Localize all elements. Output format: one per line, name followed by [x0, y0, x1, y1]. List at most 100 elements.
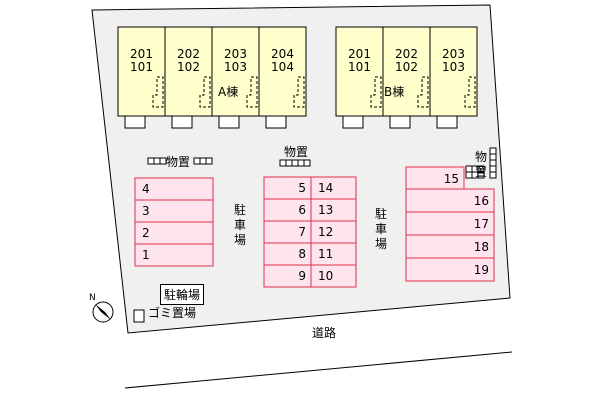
unit-lower-number: 103	[224, 59, 247, 74]
storage-shed	[297, 159, 305, 167]
balcony	[171, 115, 193, 129]
parking-space-number: 1	[142, 248, 150, 262]
parking-lots	[134, 166, 495, 288]
parking-label-char: 場	[233, 233, 246, 247]
parking-space	[310, 264, 357, 288]
stair-outline	[464, 76, 476, 108]
storage-shed	[279, 159, 287, 167]
unit-upper-number: 203	[224, 47, 247, 61]
unit-upper-number: 203	[442, 47, 465, 61]
parking-space-number: 7	[298, 225, 306, 239]
parking-space-number: 17	[473, 216, 489, 231]
parking-label-char: 車	[374, 222, 387, 236]
parking-label-char: 車	[233, 218, 246, 232]
storage-shed	[489, 171, 497, 179]
balcony	[389, 115, 411, 129]
building-b-label: B棟	[384, 85, 405, 99]
balcony	[265, 115, 287, 129]
unit-upper-number: 204	[271, 47, 294, 61]
unit-lower-number: 102	[395, 59, 418, 74]
balcony	[342, 115, 364, 129]
storage-right-char: 置	[474, 165, 487, 179]
storage-shed	[477, 171, 485, 179]
parking-label-right: 駐車場	[374, 207, 388, 252]
svg-text:N: N	[89, 293, 96, 303]
storage-label-middle: 物置	[284, 145, 309, 159]
storage-shed	[489, 153, 497, 161]
unit-lower-number: 104	[271, 59, 294, 74]
building-a	[117, 26, 307, 129]
stair-outline	[417, 76, 429, 108]
north-arrow-icon: N	[89, 293, 114, 323]
parking-space-number: 6	[298, 203, 306, 217]
parking-space-number: 14	[318, 181, 334, 195]
stair-outline	[293, 76, 305, 108]
parking-space	[405, 257, 495, 282]
parking-space-number: 4	[142, 182, 150, 196]
building-a-label: A棟	[218, 85, 239, 99]
storage-label-right: 物置	[474, 150, 488, 180]
garbage-label: ゴミ置場	[148, 306, 197, 320]
garbage-icon	[133, 309, 145, 323]
parking-space	[405, 166, 465, 192]
storage-shed	[199, 157, 207, 165]
parking-space	[134, 243, 214, 267]
storage-label-left: 物置	[166, 155, 191, 169]
storage-shed	[159, 157, 167, 165]
road-label: 道路	[312, 326, 337, 340]
stair-outline	[199, 76, 211, 108]
unit-lower-number: 103	[442, 59, 465, 74]
storage-shed	[489, 159, 497, 167]
storage-shed	[147, 157, 155, 165]
unit-upper-number: 201	[348, 47, 371, 61]
storage-shed	[285, 159, 293, 167]
unit-lower-number: 101	[348, 59, 371, 74]
road-edge	[124, 351, 513, 389]
storage-shed	[303, 159, 311, 167]
bike-parking-label: 駐輪場	[160, 284, 205, 305]
unit-upper-number: 202	[395, 47, 418, 61]
storage-shed	[489, 165, 497, 173]
parking-label-left: 駐車場	[233, 203, 247, 248]
storage-shed	[489, 147, 497, 155]
storage-shed	[291, 159, 299, 167]
storage-shed	[205, 157, 213, 165]
building-outline	[335, 26, 478, 117]
parking-space-number: 9	[298, 269, 306, 283]
storage-sheds	[147, 147, 497, 179]
parking-space-number: 15	[443, 172, 459, 186]
storage-right-char: 物	[474, 150, 487, 164]
storage-shed	[465, 171, 473, 179]
parking-space-number: 13	[318, 203, 334, 217]
building-b	[335, 26, 478, 129]
unit-upper-number: 202	[177, 47, 200, 61]
parking-space-number: 3	[142, 204, 150, 218]
stair-outline	[246, 76, 258, 108]
parking-space-number: 2	[142, 226, 150, 240]
storage-shed	[465, 165, 473, 173]
stair-outline	[370, 76, 382, 108]
balcony	[218, 115, 240, 129]
parking-label-char: 駐	[233, 203, 246, 217]
storage-shed	[153, 157, 161, 165]
unit-upper-number: 201	[130, 47, 153, 61]
stair-outline	[152, 76, 164, 108]
parking-space-number: 18	[473, 239, 489, 254]
storage-shed	[193, 157, 201, 165]
balcony	[436, 115, 458, 129]
unit-lower-number: 102	[177, 59, 200, 74]
parking-space-number: 19	[473, 262, 489, 277]
unit-lower-number: 101	[130, 59, 153, 74]
parking-space-number: 5	[298, 181, 306, 195]
parking-label-char: 場	[374, 237, 387, 251]
parking-space-number: 10	[318, 269, 334, 283]
